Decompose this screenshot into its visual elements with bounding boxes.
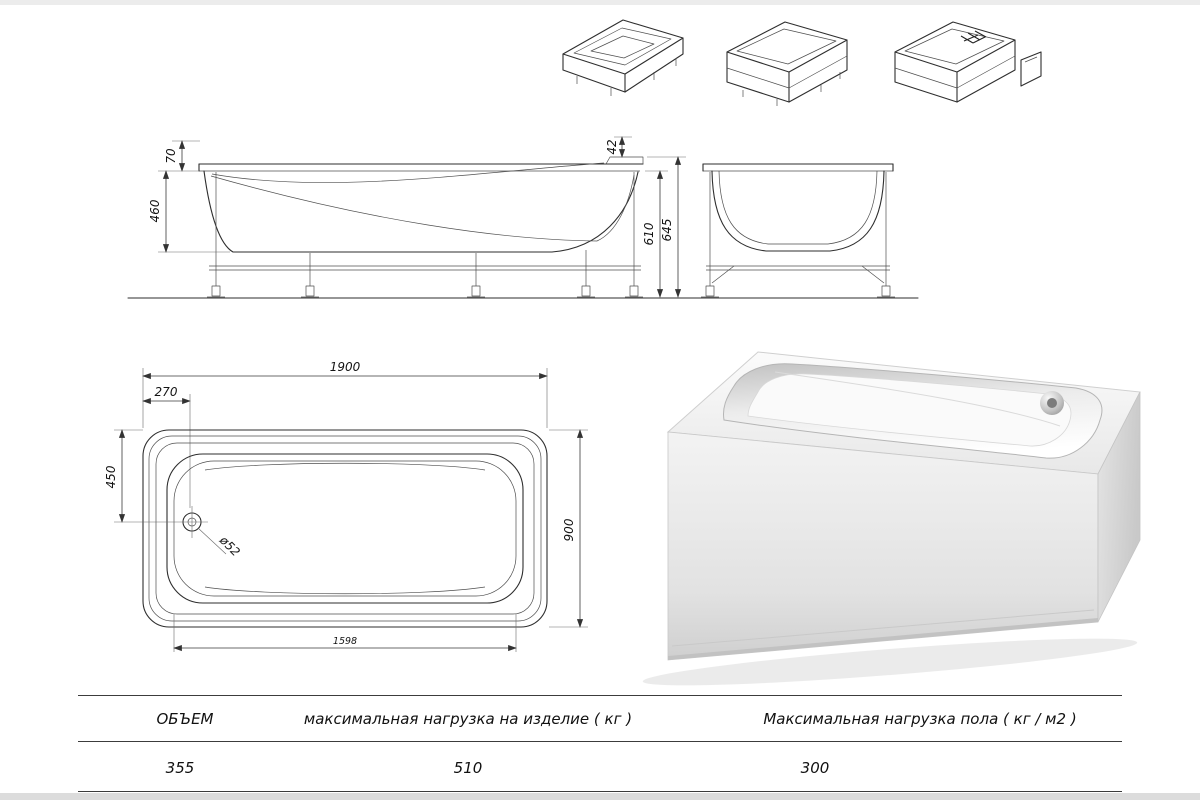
table-rule-bottom — [78, 791, 1122, 792]
table-header-floor-load: Максимальная нагрузка пола ( кг / м2 ) — [763, 710, 1077, 728]
top-border-strip — [0, 0, 1200, 5]
table-header-volume: ОБЪЕМ — [156, 710, 214, 728]
table-rule-top — [78, 695, 1122, 696]
tub-end-panel — [1097, 391, 1141, 623]
dim-label-length: 1900 — [330, 360, 361, 374]
end-view — [701, 163, 895, 298]
tub-plinth-seam — [671, 609, 1095, 647]
assembly-thumbnail-apron — [726, 21, 848, 106]
dim-label-drain-offset-x: 270 — [155, 385, 178, 399]
dim-label-height-rim: 610 — [642, 222, 656, 245]
dim-label-rim-lip: 70 — [164, 148, 178, 164]
dim-label-drain-diameter: ø52 — [216, 533, 243, 560]
dim-label-width: 900 — [562, 518, 576, 541]
dim-label-depth: 460 — [148, 199, 162, 222]
table-header-product-load: максимальная нагрузка на изделие ( кг ) — [303, 710, 633, 728]
table-value-product-load: 510 — [453, 759, 483, 777]
product-photo — [642, 351, 1141, 686]
tub-shadow — [642, 638, 1138, 686]
bottom-border-strip — [0, 793, 1200, 800]
plan-view: 1900 270 ø52 450 900 — [104, 360, 588, 652]
dim-label-height-total: 645 — [660, 219, 674, 242]
side-view: 70 460 42 610 645 — [127, 136, 919, 299]
assembly-thumbnail-shell — [562, 19, 684, 96]
table-rule-middle — [78, 741, 1122, 742]
table-value-volume: 355 — [165, 759, 195, 777]
table-value-floor-load: 300 — [800, 759, 830, 777]
dim-label-drain-offset-y: 450 — [104, 465, 118, 488]
assembly-thumbnail-exploded — [894, 21, 1042, 103]
dim-label-rim-step: 42 — [605, 139, 619, 154]
overflow-drain-center — [1047, 398, 1057, 408]
tub-bottom-edge — [668, 618, 1098, 660]
tub-basin-highlight — [774, 371, 1061, 427]
dim-label-inner-length: 1598 — [333, 636, 357, 647]
